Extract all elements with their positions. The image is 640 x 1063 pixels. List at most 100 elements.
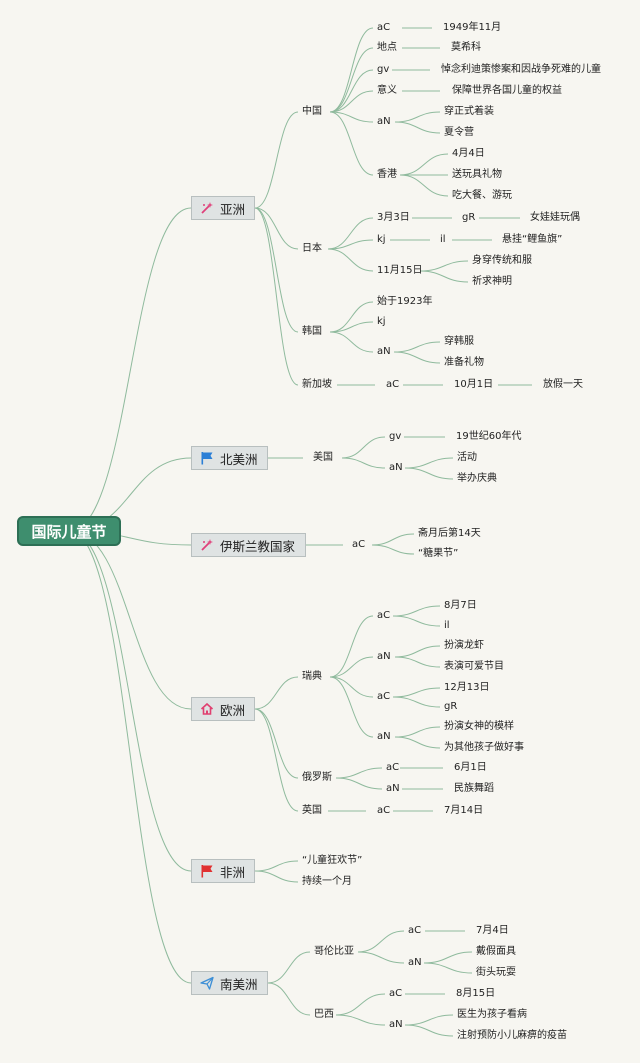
topic-label[interactable]: 19世纪60年代 bbox=[456, 431, 522, 442]
topic-label[interactable]: 悬挂“鲤鱼旗” bbox=[502, 234, 563, 245]
topic-label[interactable]: 哥伦比亚 bbox=[314, 946, 354, 957]
topic-label[interactable]: 俄罗斯 bbox=[302, 772, 332, 783]
topic-label[interactable]: 悼念利迪策惨案和因战争死难的儿童 bbox=[441, 64, 601, 75]
continent-na[interactable]: 北美洲 bbox=[191, 446, 268, 470]
topic-label[interactable]: aN bbox=[408, 957, 422, 968]
topic-label[interactable]: 民族舞蹈 bbox=[454, 783, 494, 794]
topic-label[interactable]: 祈求神明 bbox=[472, 276, 512, 287]
topic-label[interactable]: aC bbox=[386, 762, 400, 773]
topic-label[interactable]: 11月15日 bbox=[377, 265, 423, 276]
wand-icon bbox=[200, 538, 214, 552]
topic-label[interactable]: 街头玩耍 bbox=[476, 967, 516, 978]
topic-label[interactable]: 准备礼物 bbox=[444, 357, 484, 368]
continent-eu[interactable]: 欧洲 bbox=[191, 697, 255, 721]
topic-label[interactable]: aC bbox=[377, 22, 391, 33]
connector-line bbox=[329, 27, 374, 113]
connector-line bbox=[254, 111, 299, 209]
topic-label[interactable]: 1949年11月 bbox=[443, 22, 502, 33]
topic-label[interactable]: il bbox=[440, 234, 446, 245]
topic-label[interactable]: 持续一个月 bbox=[302, 876, 352, 887]
topic-label[interactable]: aN bbox=[377, 346, 391, 357]
connector-line bbox=[394, 111, 441, 123]
topic-label[interactable]: aC bbox=[408, 925, 422, 936]
topic-label[interactable]: 韩国 bbox=[302, 326, 322, 337]
topic-label[interactable]: 中国 bbox=[302, 106, 322, 117]
topic-label[interactable]: 6月1日 bbox=[454, 762, 487, 773]
topic-label[interactable]: 始于1923年 bbox=[377, 296, 433, 307]
topic-label[interactable]: 活动 bbox=[457, 452, 477, 463]
topic-label[interactable]: 保障世界各国儿童的权益 bbox=[452, 85, 562, 96]
connector-line bbox=[371, 533, 415, 546]
topic-label[interactable]: 注射预防小儿麻痹的疫苗 bbox=[457, 1030, 567, 1041]
topic-label[interactable]: aN bbox=[377, 731, 391, 742]
topic-label[interactable]: gR bbox=[444, 701, 458, 712]
topic-label[interactable]: gR bbox=[462, 212, 476, 223]
topic-label[interactable]: 3月3日 bbox=[377, 212, 410, 223]
continent-asia[interactable]: 亚洲 bbox=[191, 196, 255, 220]
topic-label[interactable]: aC bbox=[389, 988, 403, 999]
topic-label[interactable]: 放假一天 bbox=[543, 379, 583, 390]
flag-icon bbox=[200, 451, 214, 465]
topic-label[interactable]: aN bbox=[377, 651, 391, 662]
topic-label[interactable]: 8月15日 bbox=[456, 988, 496, 999]
topic-label[interactable]: 意义 bbox=[377, 85, 397, 96]
topic-label[interactable]: aN bbox=[389, 1019, 403, 1030]
topic-label[interactable]: 医生为孩子看病 bbox=[457, 1009, 527, 1020]
continent-islam[interactable]: 伊斯兰教国家 bbox=[191, 533, 306, 557]
connector-line bbox=[69, 207, 192, 532]
topic-label[interactable]: “儿童狂欢节” bbox=[302, 855, 363, 866]
topic-label[interactable]: 日本 bbox=[302, 243, 322, 254]
topic-label[interactable]: 吃大餐、游玩 bbox=[452, 190, 512, 201]
topic-label[interactable]: 女娃娃玩偶 bbox=[530, 212, 580, 223]
topic-label[interactable]: 巴西 bbox=[314, 1009, 334, 1020]
topic-label[interactable]: 扮演龙虾 bbox=[444, 640, 484, 651]
connector-line bbox=[341, 436, 386, 459]
topic-label[interactable]: 夏令营 bbox=[444, 127, 474, 138]
topic-label[interactable]: aC bbox=[377, 610, 391, 621]
topic-label[interactable]: 地点 bbox=[377, 42, 397, 53]
topic-label[interactable]: kj bbox=[377, 234, 386, 245]
topic-label[interactable]: 举办庆典 bbox=[457, 473, 497, 484]
topic-label[interactable]: 瑞典 bbox=[302, 671, 322, 682]
topic-label[interactable]: 香港 bbox=[377, 169, 397, 180]
topic-label[interactable]: 7月4日 bbox=[476, 925, 509, 936]
topic-label[interactable]: 4月4日 bbox=[452, 148, 485, 159]
topic-label[interactable]: 英国 bbox=[302, 805, 322, 816]
topic-label[interactable]: 身穿传统和服 bbox=[472, 255, 532, 266]
topic-label[interactable]: 为其他孩子做好事 bbox=[444, 742, 524, 753]
topic-label[interactable]: 表演可爱节目 bbox=[444, 661, 504, 672]
topic-label[interactable]: aC bbox=[377, 691, 391, 702]
connector-line bbox=[419, 270, 469, 283]
topic-label[interactable]: gv bbox=[389, 431, 402, 442]
connector-line bbox=[392, 615, 441, 627]
topic-label[interactable]: 美国 bbox=[313, 452, 333, 463]
connector-line bbox=[394, 121, 441, 134]
topic-label[interactable]: aN bbox=[389, 462, 403, 473]
topic-label[interactable]: 新加坡 bbox=[302, 379, 332, 390]
topic-label[interactable]: 莫希科 bbox=[451, 42, 481, 53]
topic-label[interactable]: 斋月后第14天 bbox=[418, 528, 481, 539]
continent-label: 南美洲 bbox=[220, 976, 258, 992]
topic-label[interactable]: aN bbox=[386, 783, 400, 794]
topic-label[interactable]: kj bbox=[377, 316, 386, 327]
topic-label[interactable]: 8月7日 bbox=[444, 600, 477, 611]
topic-label[interactable]: 扮演女神的模样 bbox=[444, 721, 514, 732]
topic-label[interactable]: aC bbox=[352, 539, 366, 550]
topic-label[interactable]: “糖果节” bbox=[418, 548, 459, 559]
topic-label[interactable]: gv bbox=[377, 64, 390, 75]
topic-label[interactable]: il bbox=[444, 620, 450, 631]
continent-af[interactable]: 非洲 bbox=[191, 859, 255, 883]
topic-label[interactable]: 7月14日 bbox=[444, 805, 484, 816]
root-topic[interactable]: 国际儿童节 bbox=[17, 516, 121, 546]
topic-label[interactable]: aC bbox=[377, 805, 391, 816]
topic-label[interactable]: aN bbox=[377, 116, 391, 127]
continent-sa[interactable]: 南美洲 bbox=[191, 971, 268, 995]
topic-label[interactable]: 穿韩服 bbox=[444, 336, 474, 347]
topic-label[interactable]: 穿正式着装 bbox=[444, 106, 494, 117]
topic-label[interactable]: 送玩具礼物 bbox=[452, 169, 502, 180]
topic-label[interactable]: aC bbox=[386, 379, 400, 390]
connector-line bbox=[393, 341, 441, 353]
topic-label[interactable]: 12月13日 bbox=[444, 682, 490, 693]
topic-label[interactable]: 10月1日 bbox=[454, 379, 494, 390]
topic-label[interactable]: 戴假面具 bbox=[476, 946, 516, 957]
